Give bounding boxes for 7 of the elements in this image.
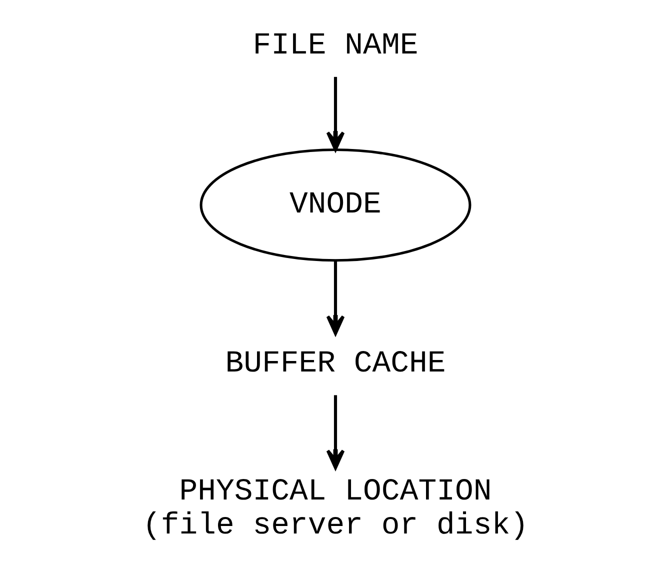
node-text: FILE NAME	[252, 28, 418, 64]
node-text: PHYSICAL LOCATION (file server or disk)	[142, 474, 528, 544]
arrow	[326, 395, 345, 470]
arrow	[326, 260, 345, 336]
arrow	[326, 76, 345, 152]
node-ellipse: VNODE	[200, 148, 472, 262]
node-text: BUFFER CACHE	[225, 346, 446, 382]
